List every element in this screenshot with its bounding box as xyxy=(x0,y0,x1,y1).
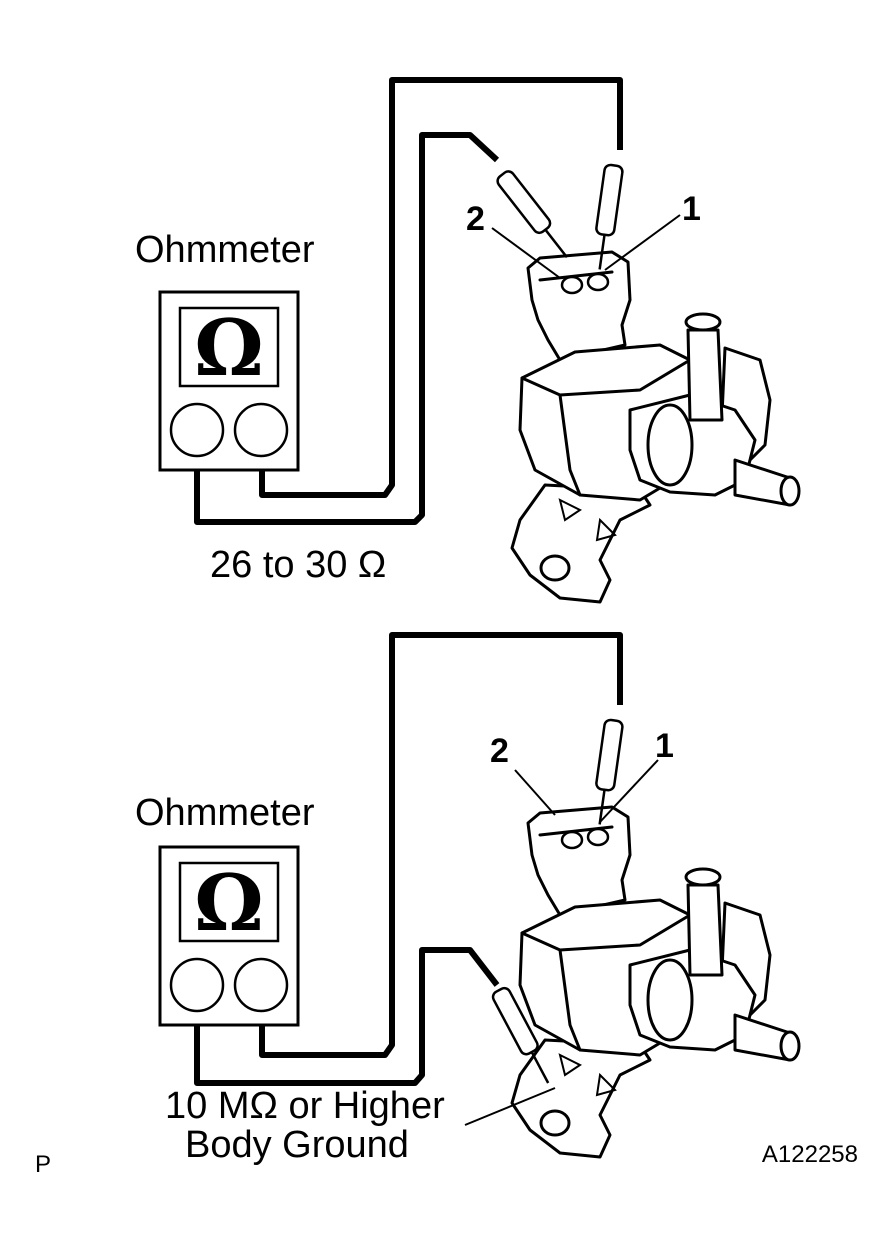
top-resistance-spec: 26 to 30 Ω xyxy=(210,544,386,586)
bottom-panel: Ohmmeter Ω 2 1 10 MΩ or Higher Body Grou… xyxy=(135,632,801,1166)
top-probe-2 xyxy=(493,167,576,265)
bottom-ohmmeter-label: Ohmmeter xyxy=(135,792,315,834)
top-solenoid-valve xyxy=(510,250,801,604)
bottom-wire-ground xyxy=(194,947,500,1086)
bottom-leader-1 xyxy=(599,759,659,823)
top-leader-1 xyxy=(604,214,681,271)
top-ohm-symbol: Ω xyxy=(194,303,263,394)
top-wire-pin1 xyxy=(259,77,623,498)
body-ground-label: Body Ground xyxy=(185,1124,409,1166)
bottom-ohm-symbol: Ω xyxy=(194,858,263,949)
bottom-leader-ground xyxy=(464,1087,556,1126)
top-pin-1-label: 1 xyxy=(682,190,701,228)
top-ohmmeter-label: Ohmmeter xyxy=(135,229,315,271)
top-leader-2 xyxy=(491,227,561,279)
figure-id: A122258 xyxy=(762,1141,858,1168)
top-pin-2-label: 2 xyxy=(466,200,485,238)
top-wire-pin2 xyxy=(194,132,500,525)
top-panel: Ohmmeter Ω 2 1 26 to 30 Ω xyxy=(135,77,801,604)
bottom-pin-1-label: 1 xyxy=(655,727,674,765)
bottom-leader-2 xyxy=(514,769,556,816)
bottom-solenoid-valve xyxy=(510,805,801,1159)
bottom-wire-pin1 xyxy=(259,632,623,1058)
bottom-pin-2-label: 2 xyxy=(490,732,509,770)
page-code: P xyxy=(35,1151,51,1178)
bottom-resistance-spec: 10 MΩ or Higher xyxy=(165,1085,445,1127)
